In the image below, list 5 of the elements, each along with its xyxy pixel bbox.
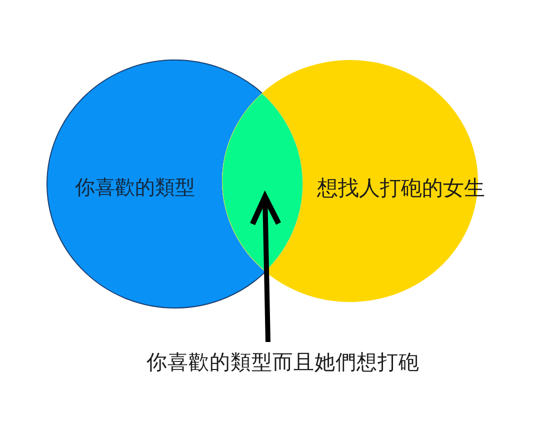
venn-circle <box>47 60 266 308</box>
overlap-region <box>222 93 303 272</box>
caption-text: 你喜歡的類型而且她們想打砲 <box>146 350 420 374</box>
arrow <box>250 194 282 342</box>
circle-label: 你喜歡的類型 <box>75 175 195 199</box>
